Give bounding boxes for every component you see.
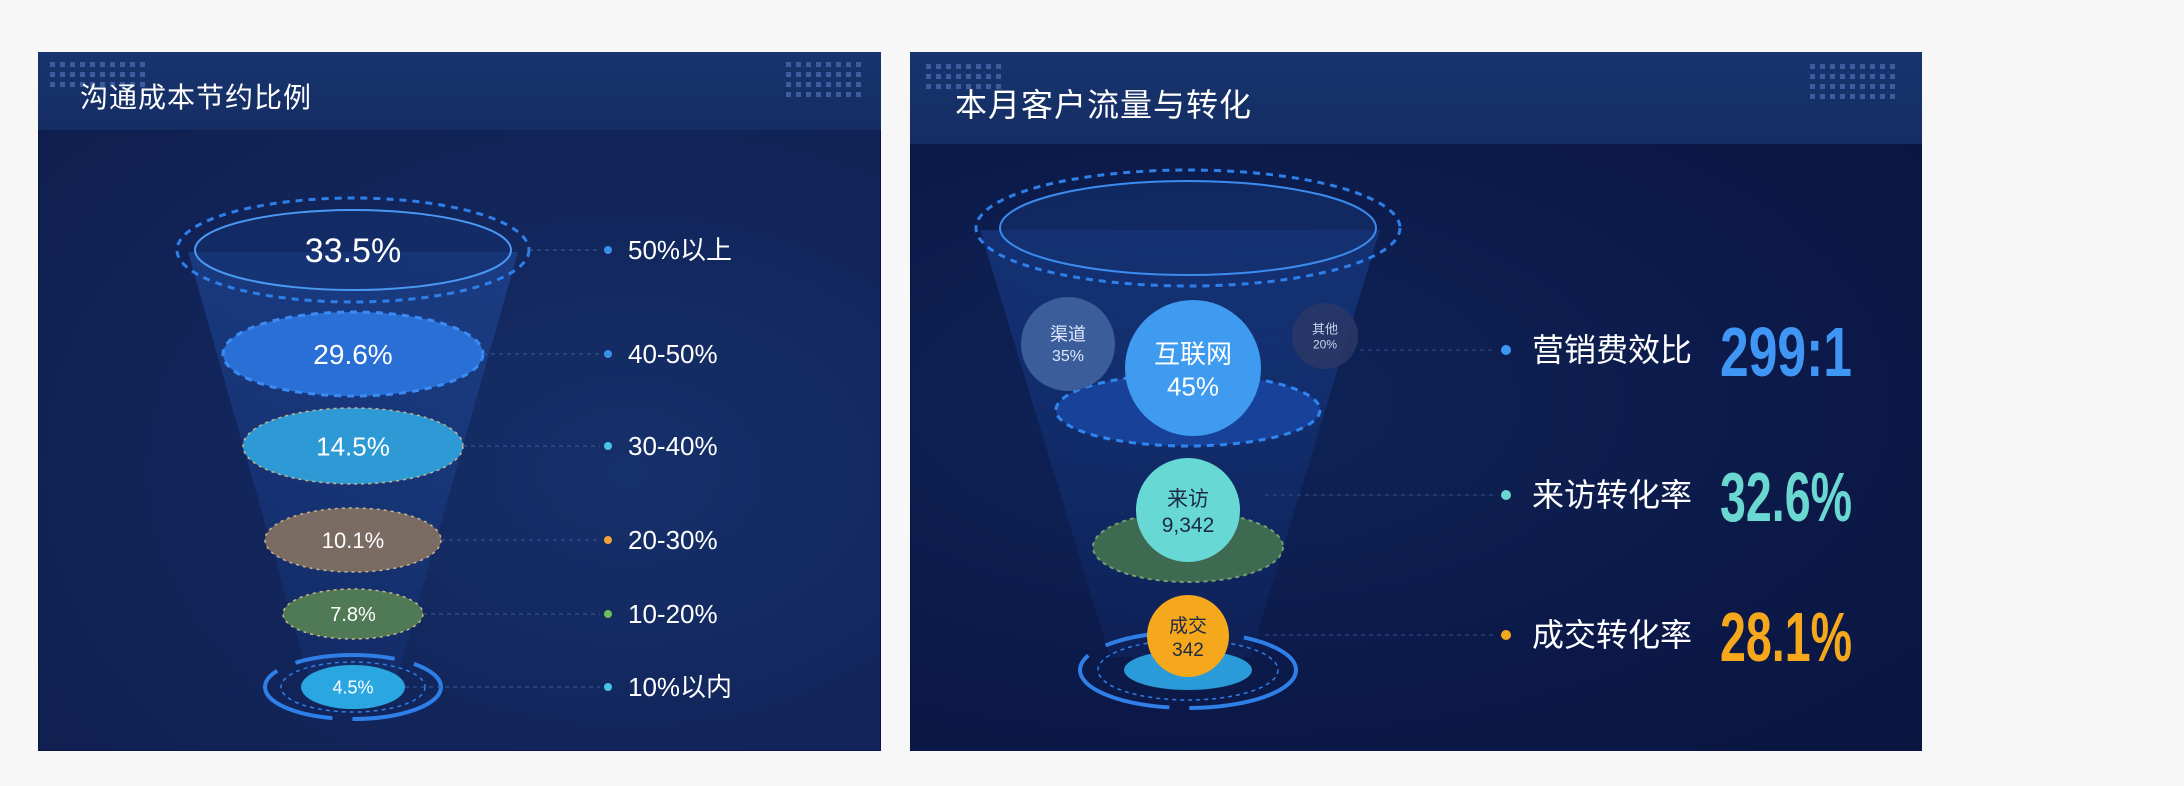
legend-dot [604,683,612,691]
decor-dots-left [926,64,1001,89]
stage-value: 9,342 [1162,514,1215,537]
stage-bubble [1292,303,1358,369]
metric-label: 成交转化率 [1532,617,1692,653]
funnel-value-label: 29.6% [313,339,392,370]
stage-bubble [1136,458,1240,562]
category-label: 30-40% [628,431,718,461]
stage-value: 35% [1052,348,1084,365]
category-label: 40-50% [628,339,718,369]
decor-dots-right [786,62,861,97]
panel-title: 沟通成本节约比例 [80,82,313,113]
panel-header [910,52,1922,144]
metric-value: 299:1 [1720,313,1852,391]
metric-dot [1501,345,1511,355]
stage-label: 互联网 [1154,339,1232,369]
cost-saving-panel: 沟通成本节约比例 33.5% 50%以上 29.6% 40-50% 14.5% 30-40… [38,52,881,751]
metric-label: 营销费效比 [1532,332,1692,368]
stage-value: 342 [1172,640,1204,661]
stage-bubble [1125,300,1261,436]
legend-dot [604,442,612,450]
stage-value: 45% [1167,371,1219,401]
legend-dot [604,610,612,618]
funnel-layer [194,209,512,291]
funnel-top-ellipse [999,180,1377,276]
funnel-layer [301,665,405,709]
metric-value: 28.1% [1720,598,1852,676]
metric-value: 32.6% [1720,458,1852,536]
stage-label: 其他 [1312,321,1338,336]
decor-dots-right [1810,64,1895,99]
category-label: 10-20% [628,599,718,629]
category-label: 10%以内 [628,672,732,702]
legend-dot [604,536,612,544]
stage-value: 20% [1313,338,1337,352]
funnel-value-label: 7.8% [330,604,376,626]
funnel-bottom-inner-ring [1097,639,1279,701]
panel-title: 本月客户流量与转化 [955,87,1253,123]
funnel-value-label: 14.5% [316,431,390,461]
metric-dot [1501,490,1511,500]
funnel-top-outer-ring [974,168,1402,288]
panel-header [38,52,881,130]
decor-dots-left [50,62,145,87]
legend-dot [604,246,612,254]
stage-bubble [1147,595,1229,677]
stage-label: 成交 [1169,615,1207,637]
stage-label: 来访 [1167,488,1209,511]
category-label: 20-30% [628,525,718,555]
legend-dot [604,350,612,358]
funnel-value-label: 10.1% [322,528,384,553]
stage-bubble [1021,297,1115,391]
cost-saving-funnel-chart: 33.5% 50%以上 29.6% 40-50% 14.5% 30-40% 10.1% 20-… [175,196,732,721]
funnel-value-label: 33.5% [305,232,401,270]
funnel-value-label: 4.5% [332,677,373,697]
metric-dot [1501,630,1511,640]
metric-label: 来访转化率 [1532,477,1692,513]
category-label: 50%以上 [628,235,732,265]
stage-label: 渠道 [1050,324,1086,344]
